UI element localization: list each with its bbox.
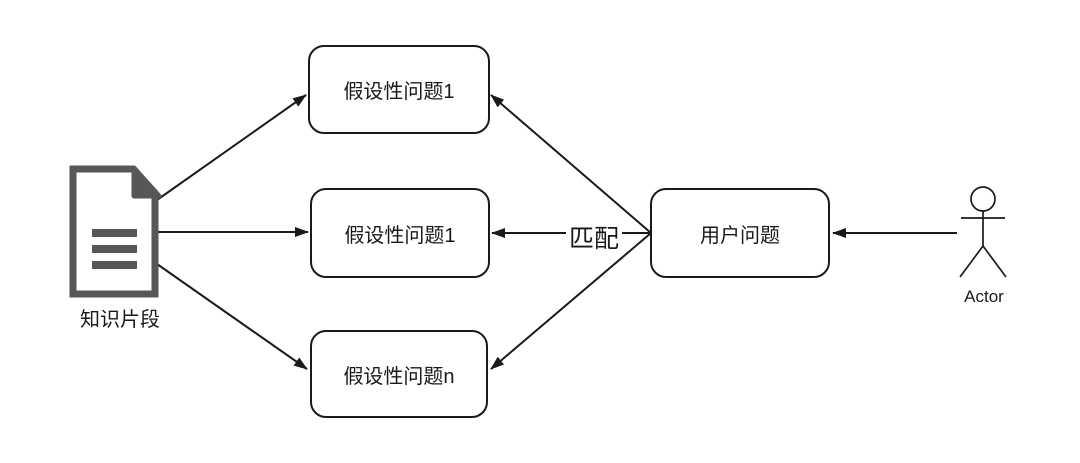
document-text-line <box>92 245 137 253</box>
arrow-doc-to-questionn <box>156 263 308 370</box>
node-user-question: 用户问题 <box>650 188 830 278</box>
edge-label-match: 匹配 <box>565 219 623 255</box>
actor-left-leg <box>959 245 984 278</box>
node-hypothetical-question-2-label: 假设性问题1 <box>344 224 456 247</box>
document-text-line <box>92 229 137 237</box>
arrow-userq-to-questionn <box>490 232 652 370</box>
arrow-userq-to-question1 <box>490 94 652 234</box>
node-hypothetical-question-2: 假设性问题1 <box>310 188 490 278</box>
knowledge-fragment-label: 知识片段 <box>80 309 160 331</box>
actor-right-leg <box>982 245 1007 278</box>
document-folded-corner <box>131 165 162 199</box>
node-hypothetical-question-1: 假设性问题1 <box>308 45 490 134</box>
node-hypothetical-question-n: 假设性问题n <box>310 330 488 418</box>
node-user-question-label: 用户问题 <box>700 224 780 247</box>
document-text-line <box>92 261 137 269</box>
node-hypothetical-question-n-label: 假设性问题n <box>343 365 455 388</box>
actor-stick-figure-icon <box>959 186 1007 278</box>
actor-label: Actor <box>964 287 1004 306</box>
node-hypothetical-question-1-label: 假设性问题1 <box>343 81 455 103</box>
actor-head <box>970 186 996 212</box>
arrow-doc-to-question1 <box>156 94 307 201</box>
document-icon <box>69 165 162 298</box>
